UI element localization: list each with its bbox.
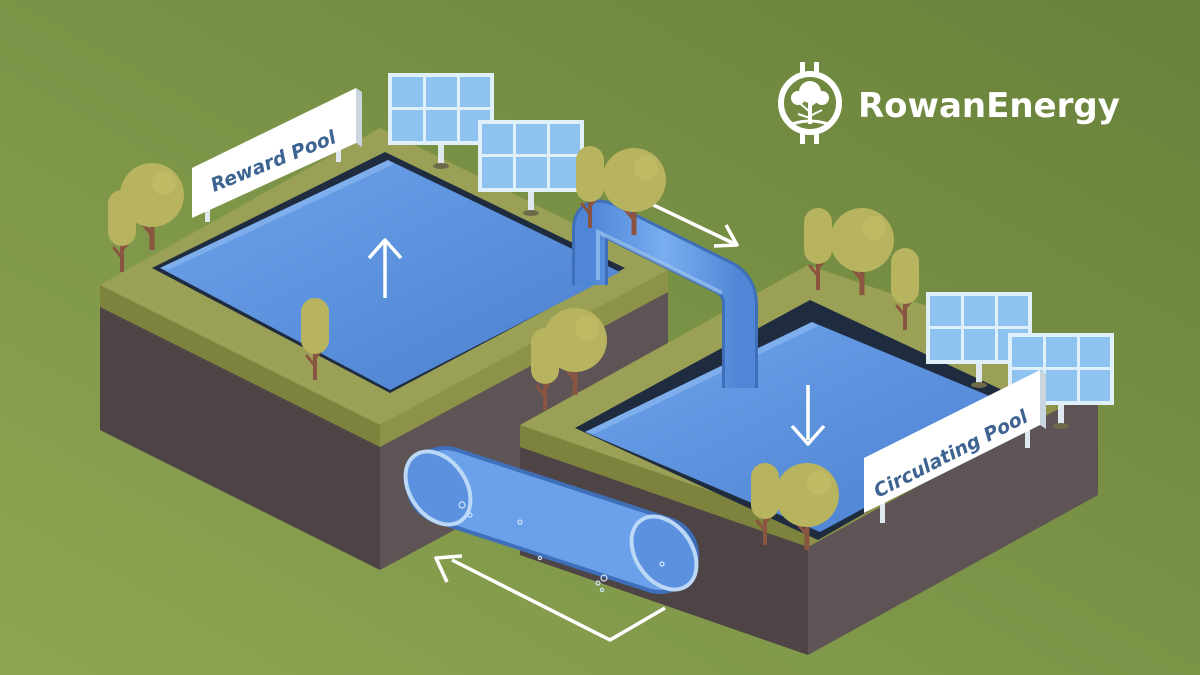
rowan-tree-coin-icon — [778, 62, 842, 144]
brand-name: RowanEnergy — [858, 86, 1120, 126]
flow-arrow-to-reward — [451, 558, 666, 642]
circulating-pool-water — [585, 322, 1035, 532]
return-pipe — [403, 446, 699, 594]
brand-logo: RowanEnergy — [778, 62, 1120, 144]
